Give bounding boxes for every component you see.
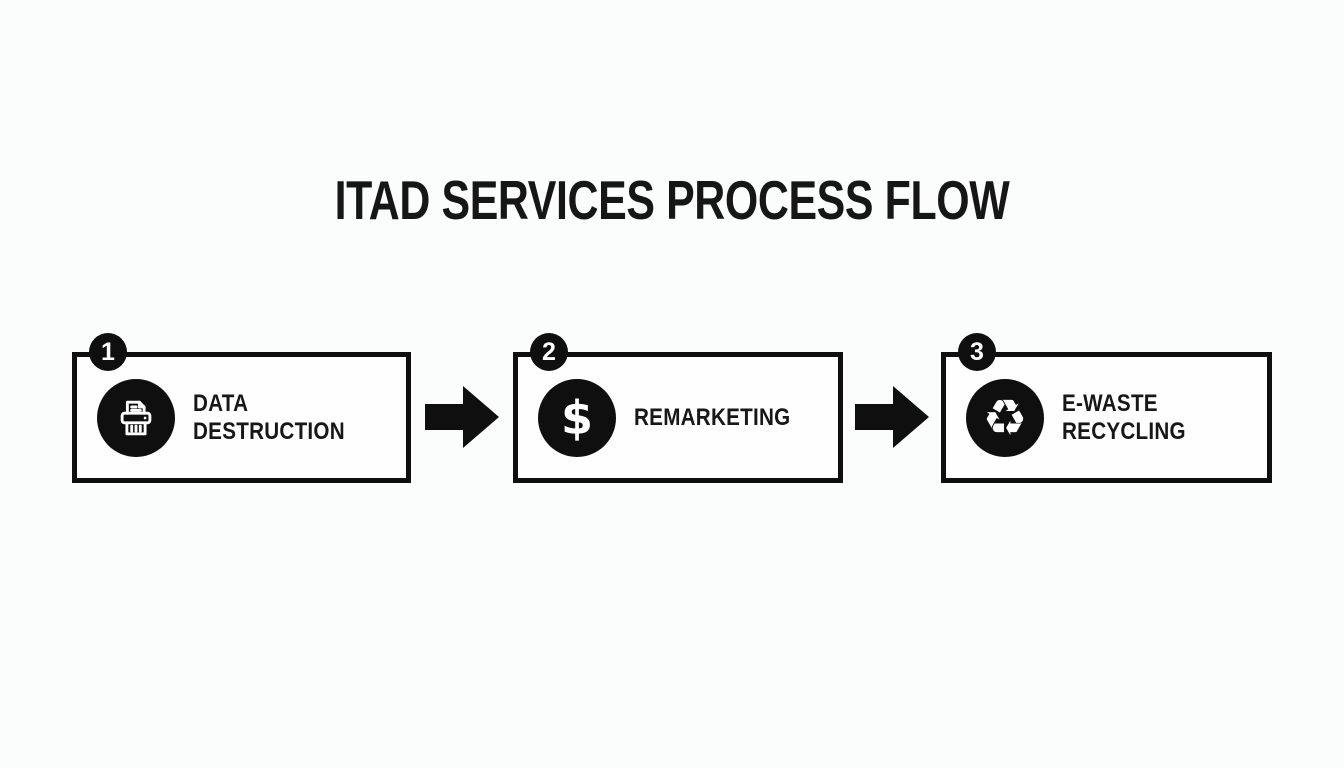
step-box-remarketing: 2 $ REMARKETING	[513, 333, 843, 483]
flow-arrow-icon	[855, 386, 929, 448]
recycle-glyph: ♻	[982, 388, 1028, 447]
step-label: REMARKETING	[634, 404, 790, 432]
step-label-line: RECYCLING	[1062, 417, 1186, 445]
arrow-head	[463, 386, 499, 448]
arrow-tail	[425, 404, 463, 430]
step-label: E-WASTE RECYCLING	[1062, 390, 1186, 446]
step-number: 1	[101, 337, 115, 366]
step-label-line: REMARKETING	[634, 403, 791, 431]
page-title: ITAD SERVICES PROCESS FLOW	[334, 169, 1010, 231]
step-box-ewaste-recycling: 3 ♻ E-WASTE RECYCLING	[941, 333, 1272, 483]
step-label-line: DATA	[193, 389, 249, 417]
dollar-icon: $	[538, 378, 616, 457]
step-label-line: DESTRUCTION	[193, 417, 345, 445]
step-label: DATA DESTRUCTION	[193, 390, 345, 446]
arrow-head	[893, 386, 929, 448]
dollar-glyph: $	[560, 390, 593, 445]
step-label-line: E-WASTE	[1062, 389, 1158, 417]
step-number-badge: 2	[530, 333, 568, 371]
recycle-icon: ♻	[966, 378, 1044, 457]
step-number-badge: 3	[958, 333, 996, 371]
step-number-badge: 1	[89, 333, 127, 371]
arrow-tail	[855, 404, 893, 430]
step-number: 2	[542, 337, 556, 366]
shredder-icon	[97, 378, 175, 457]
step-number: 3	[970, 337, 984, 366]
flow-arrow-icon	[425, 386, 499, 448]
step-box-data-destruction: 1 DATA DESTRUCTION	[72, 333, 411, 483]
